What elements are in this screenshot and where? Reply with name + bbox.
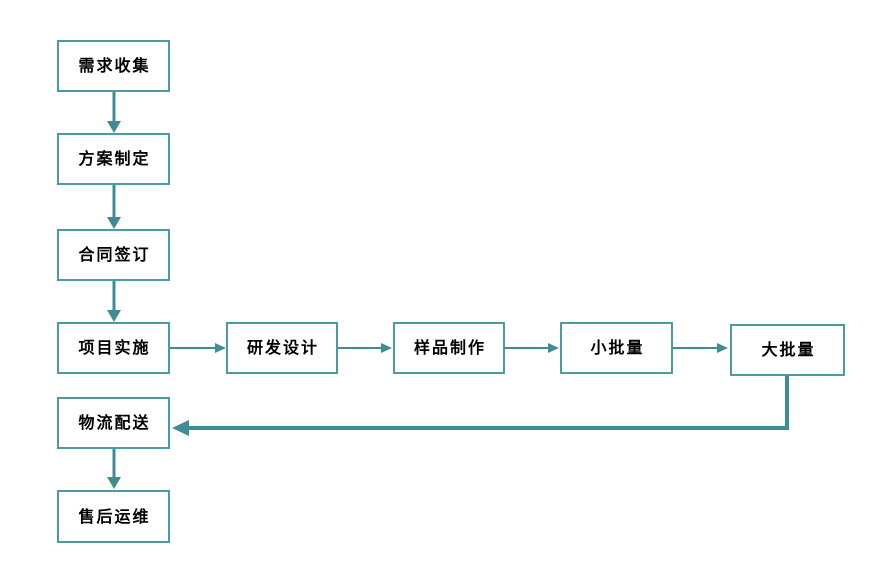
- arrow-contract-to-implementation: [107, 281, 121, 322]
- node-label: 售后运维: [78, 506, 151, 526]
- node-small-batch: 小批量: [560, 322, 673, 374]
- node-sample-production: 样品制作: [393, 322, 505, 374]
- arrow-plan-to-contract: [107, 185, 121, 229]
- node-label: 方案制定: [78, 149, 151, 168]
- node-label: 大批量: [761, 340, 816, 359]
- node-rd-design: 研发设计: [226, 322, 338, 374]
- node-label: 合同签订: [78, 245, 151, 264]
- node-label: 需求收集: [78, 56, 151, 75]
- node-label: 项目实施: [78, 338, 151, 357]
- node-label: 样品制作: [413, 338, 486, 357]
- arrow-large-batch-to-logistics: [172, 376, 789, 436]
- arrow-sample-to-small-batch: [505, 343, 559, 353]
- node-requirements-collection: 需求收集: [57, 40, 170, 92]
- node-plan-formulation: 方案制定: [57, 133, 170, 185]
- arrow-implementation-to-design: [170, 343, 226, 353]
- node-logistics-delivery: 物流配送: [57, 397, 170, 449]
- arrow-requirements-to-plan: [107, 92, 121, 133]
- arrow-design-to-sample: [338, 343, 392, 353]
- node-project-implementation: 项目实施: [57, 322, 170, 374]
- node-label: 研发设计: [246, 338, 319, 357]
- node-large-batch: 大批量: [730, 324, 845, 376]
- node-after-sales-maintenance: 售后运维: [57, 490, 170, 543]
- arrow-small-batch-to-large-batch: [673, 343, 728, 353]
- node-label: 物流配送: [78, 413, 151, 432]
- arrow-logistics-to-after-sales: [107, 449, 121, 489]
- node-label: 小批量: [590, 338, 645, 357]
- node-contract-signing: 合同签订: [57, 229, 170, 281]
